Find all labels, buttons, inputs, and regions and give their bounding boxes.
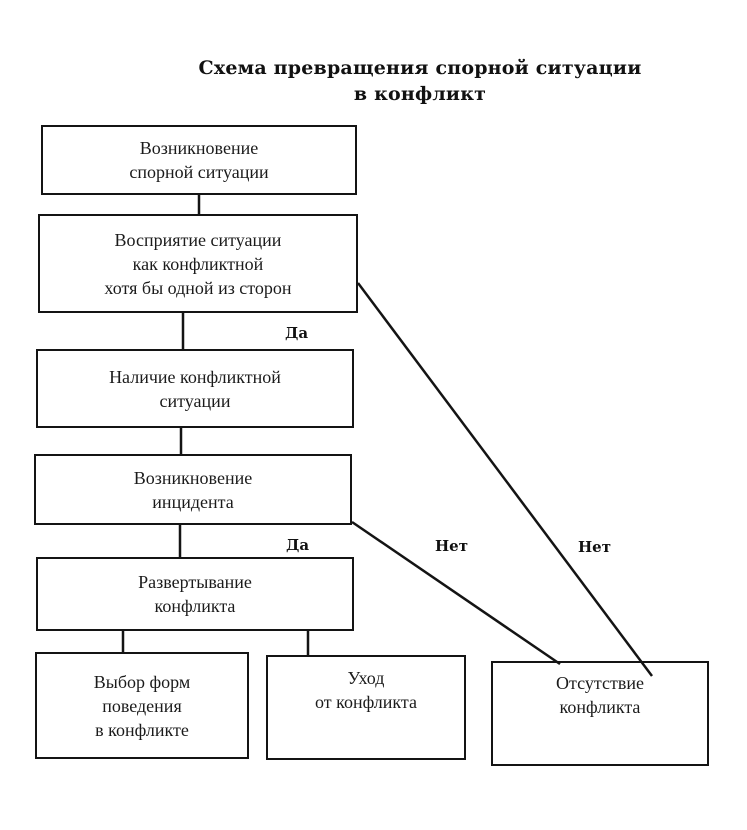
node-text: поведения	[102, 695, 182, 716]
node-perception: Восприятие ситуации как конфликтной хотя…	[38, 214, 358, 313]
edge-label-no: Нет	[435, 537, 469, 555]
node-conflict-situation: Наличие конфликтной ситуации	[36, 349, 354, 428]
node-text: инцидента	[152, 491, 234, 512]
diagram-title-line2: в конфликт	[353, 83, 487, 105]
node-text: спорной ситуации	[129, 162, 269, 182]
node-text: Возникновение	[133, 467, 253, 488]
node-text: от конфликта	[314, 692, 417, 712]
node-dispute-emergence: Возникновение спорной ситуации	[41, 125, 357, 195]
node-text: Наличие конфликтной	[109, 366, 281, 387]
edge-label-yes: Да	[286, 536, 310, 554]
node-text: конфликта	[154, 596, 236, 616]
node-text: хотя бы одной из сторон	[104, 277, 292, 298]
node-text: Отсутствие	[556, 673, 644, 693]
node-text: ситуации	[159, 390, 231, 411]
connector-incident-to-no-conflict	[351, 520, 561, 666]
node-development: Развертывание конфликта	[36, 557, 354, 631]
node-incident: Возникновение инцидента	[34, 454, 352, 525]
edge-label-no: Нет	[578, 538, 612, 556]
connector-perception-to-no-conflict	[356, 282, 654, 677]
node-withdrawal: Уход от конфликта	[266, 655, 466, 760]
node-behavior-choice: Выбор форм поведения в конфликте	[35, 652, 249, 759]
edge-label-yes: Да	[285, 324, 309, 342]
node-no-conflict: Отсутствие конфликта	[491, 661, 709, 766]
diagram-title-line1: Схема превращения спорной ситуации	[198, 57, 642, 79]
node-text: Возникновение	[139, 138, 259, 158]
node-text: как конфликтной	[132, 253, 264, 274]
node-text: Выбор форм	[93, 671, 191, 692]
node-text: Развертывание	[138, 572, 252, 592]
node-text: в конфликте	[95, 719, 189, 740]
node-text: конфликта	[559, 697, 641, 717]
node-text: Восприятие ситуации	[114, 229, 282, 250]
node-text: Уход	[347, 668, 385, 688]
